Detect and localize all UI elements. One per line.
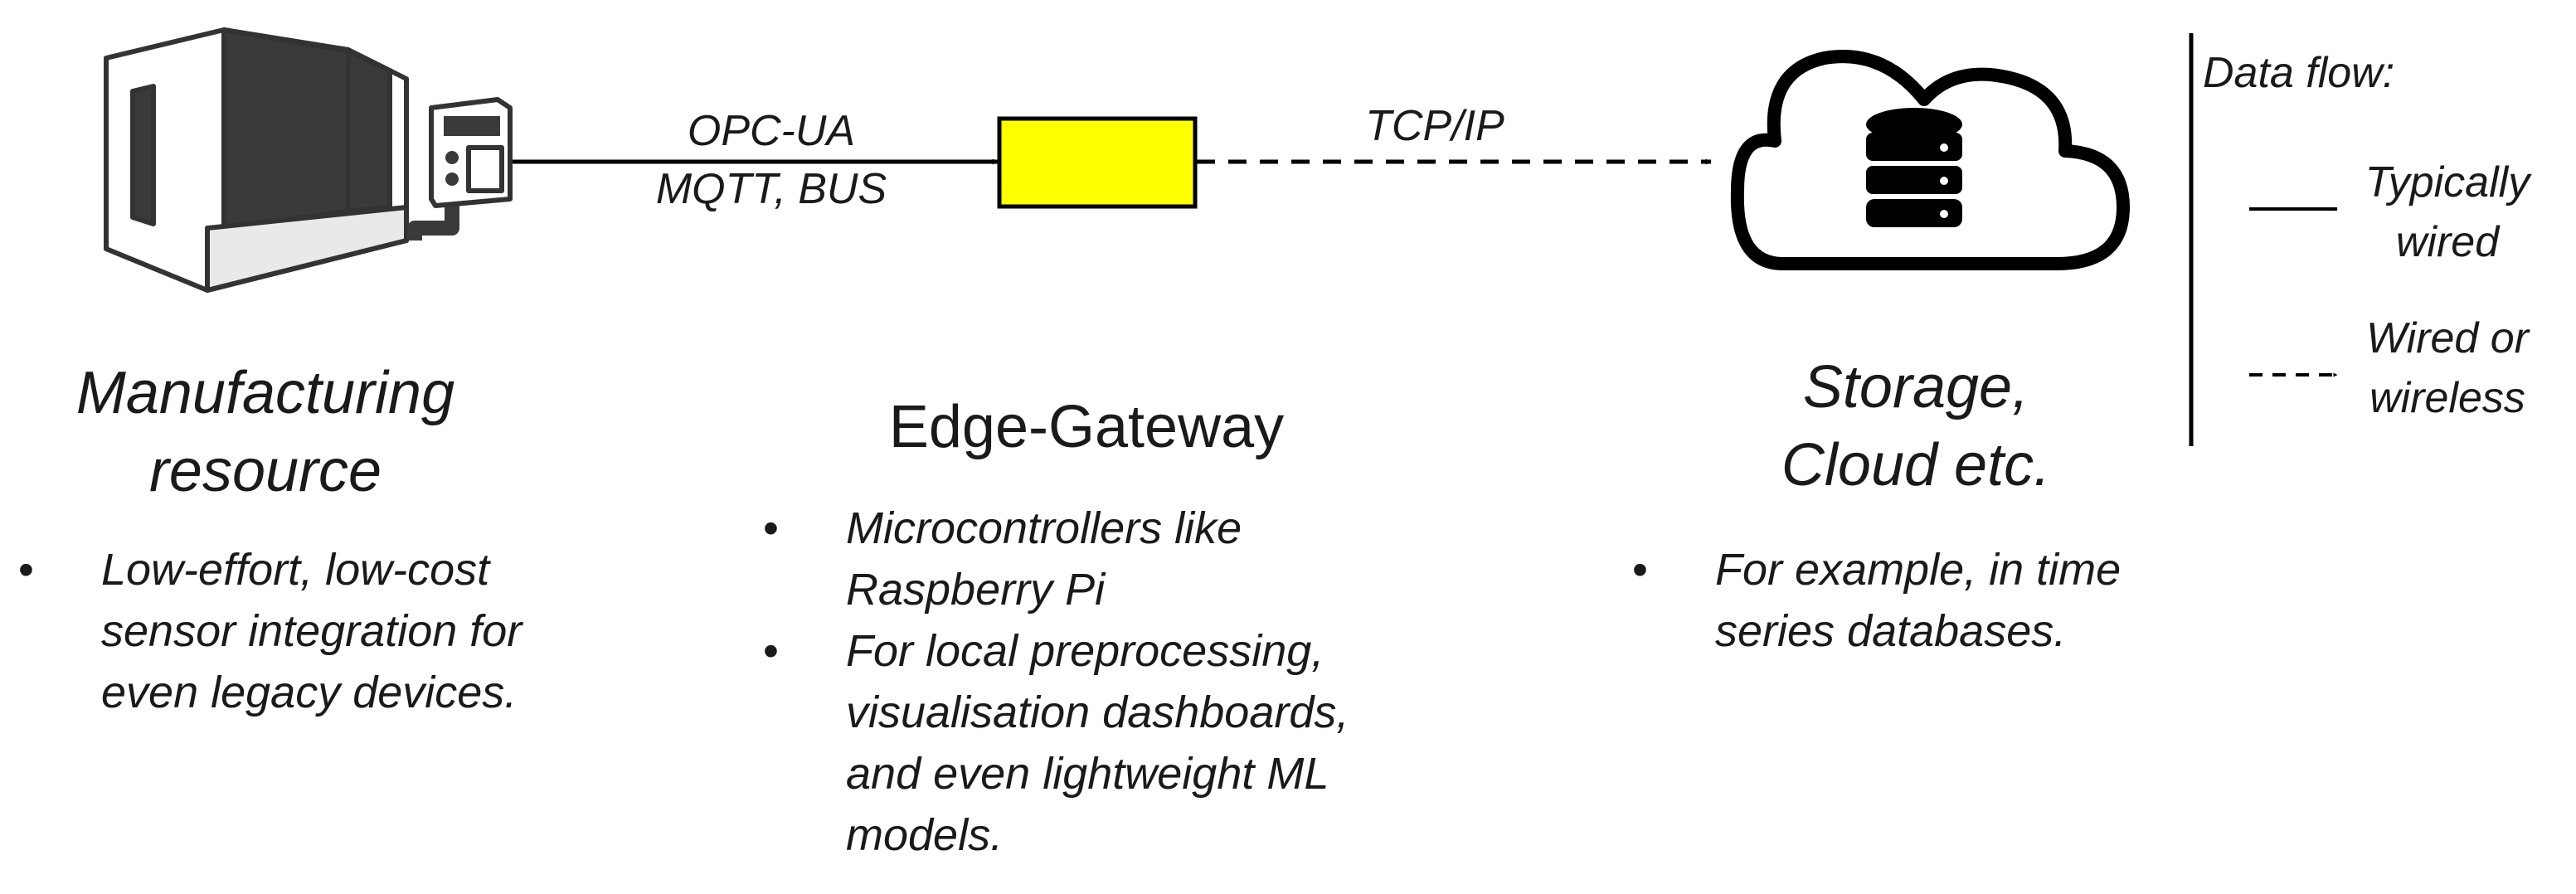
list-item: •Microcontrollers like Raspberry Pi (763, 503, 1242, 615)
list-item: •For local preprocessing, visualisation … (763, 626, 1349, 860)
gateway-bullet-list: •Microcontrollers like Raspberry Pi •For… (763, 498, 1349, 866)
network-label: TCP/IP (1365, 102, 1504, 150)
protocol-label-line1: OPC-UA (687, 107, 856, 155)
legend-title: Data flow: (2203, 49, 2395, 97)
resource-bullet-list: •Low-effort, low-cost sensor integration… (18, 539, 522, 723)
storage-title: Storage, Cloud etc. (1781, 354, 2051, 498)
legend-dashed-label: Wired or wireless (2365, 314, 2529, 422)
storage-bullet-list: •For example, in time series databases. (1632, 539, 2122, 662)
legend-solid-label: Typically wired (2365, 158, 2530, 266)
cloud-database-icon (1730, 50, 2130, 270)
list-item: •Low-effort, low-cost sensor integration… (18, 545, 522, 717)
manufacturing-machine-icon (104, 27, 513, 293)
edge-gateway-box (997, 116, 1198, 209)
gateway-title: Edge-Gateway (888, 394, 1285, 460)
resource-title: Manufacturing resource (75, 360, 455, 504)
protocol-label-line2: MQTT, BUS (655, 165, 887, 213)
list-item: •For example, in time series databases. (1632, 545, 2122, 656)
